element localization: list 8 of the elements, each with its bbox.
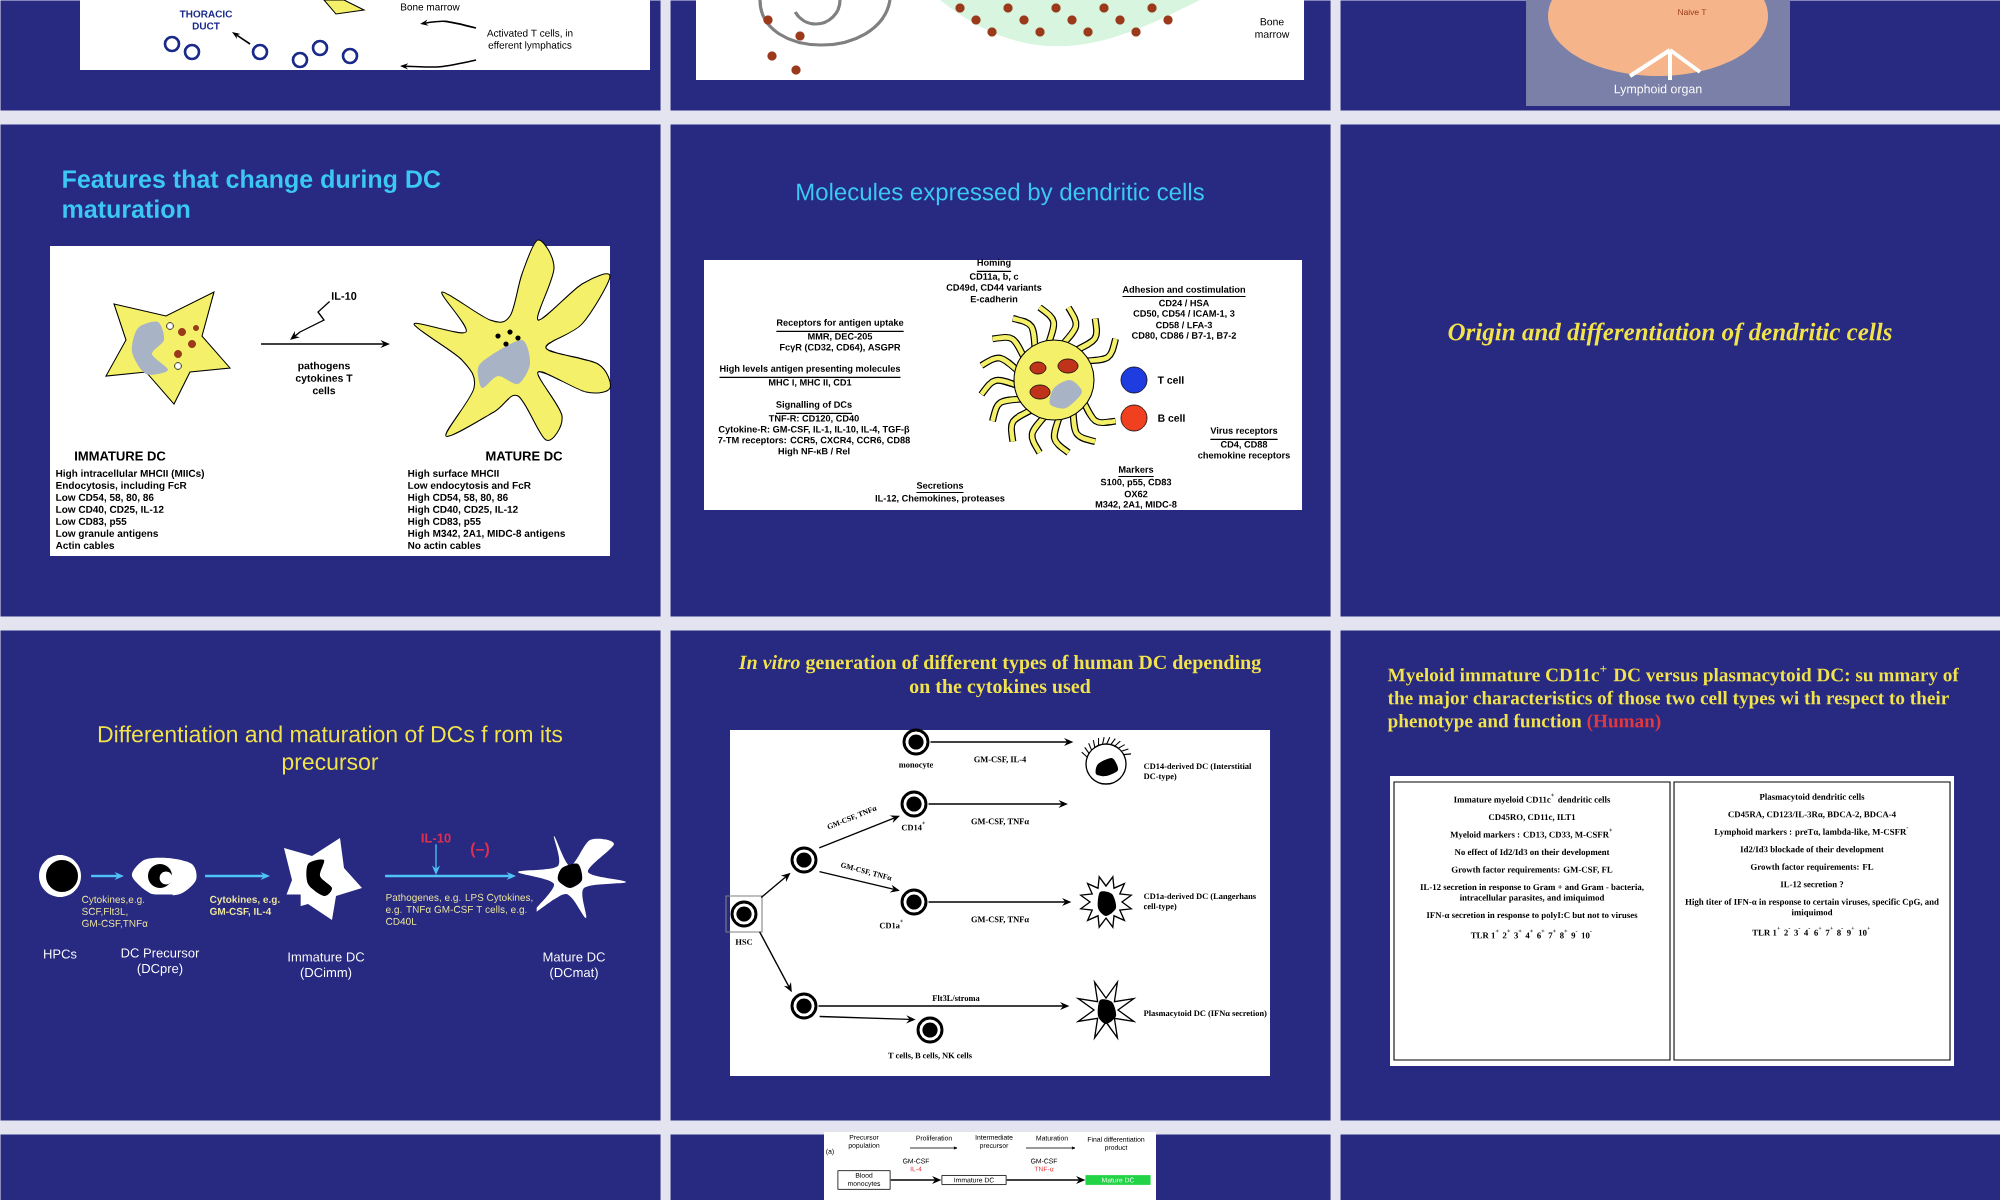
slide-panel <box>0 1134 661 1200</box>
inhibition-sign: (–) <box>471 842 489 858</box>
cell-drawing <box>790 846 818 874</box>
arrow <box>818 815 900 849</box>
arrow <box>290 300 331 340</box>
slide-panel <box>1340 1134 2000 1200</box>
slide-panel: Origin and differentiation of dendritic cells <box>1340 124 2000 617</box>
cell-drawing <box>790 992 818 1020</box>
